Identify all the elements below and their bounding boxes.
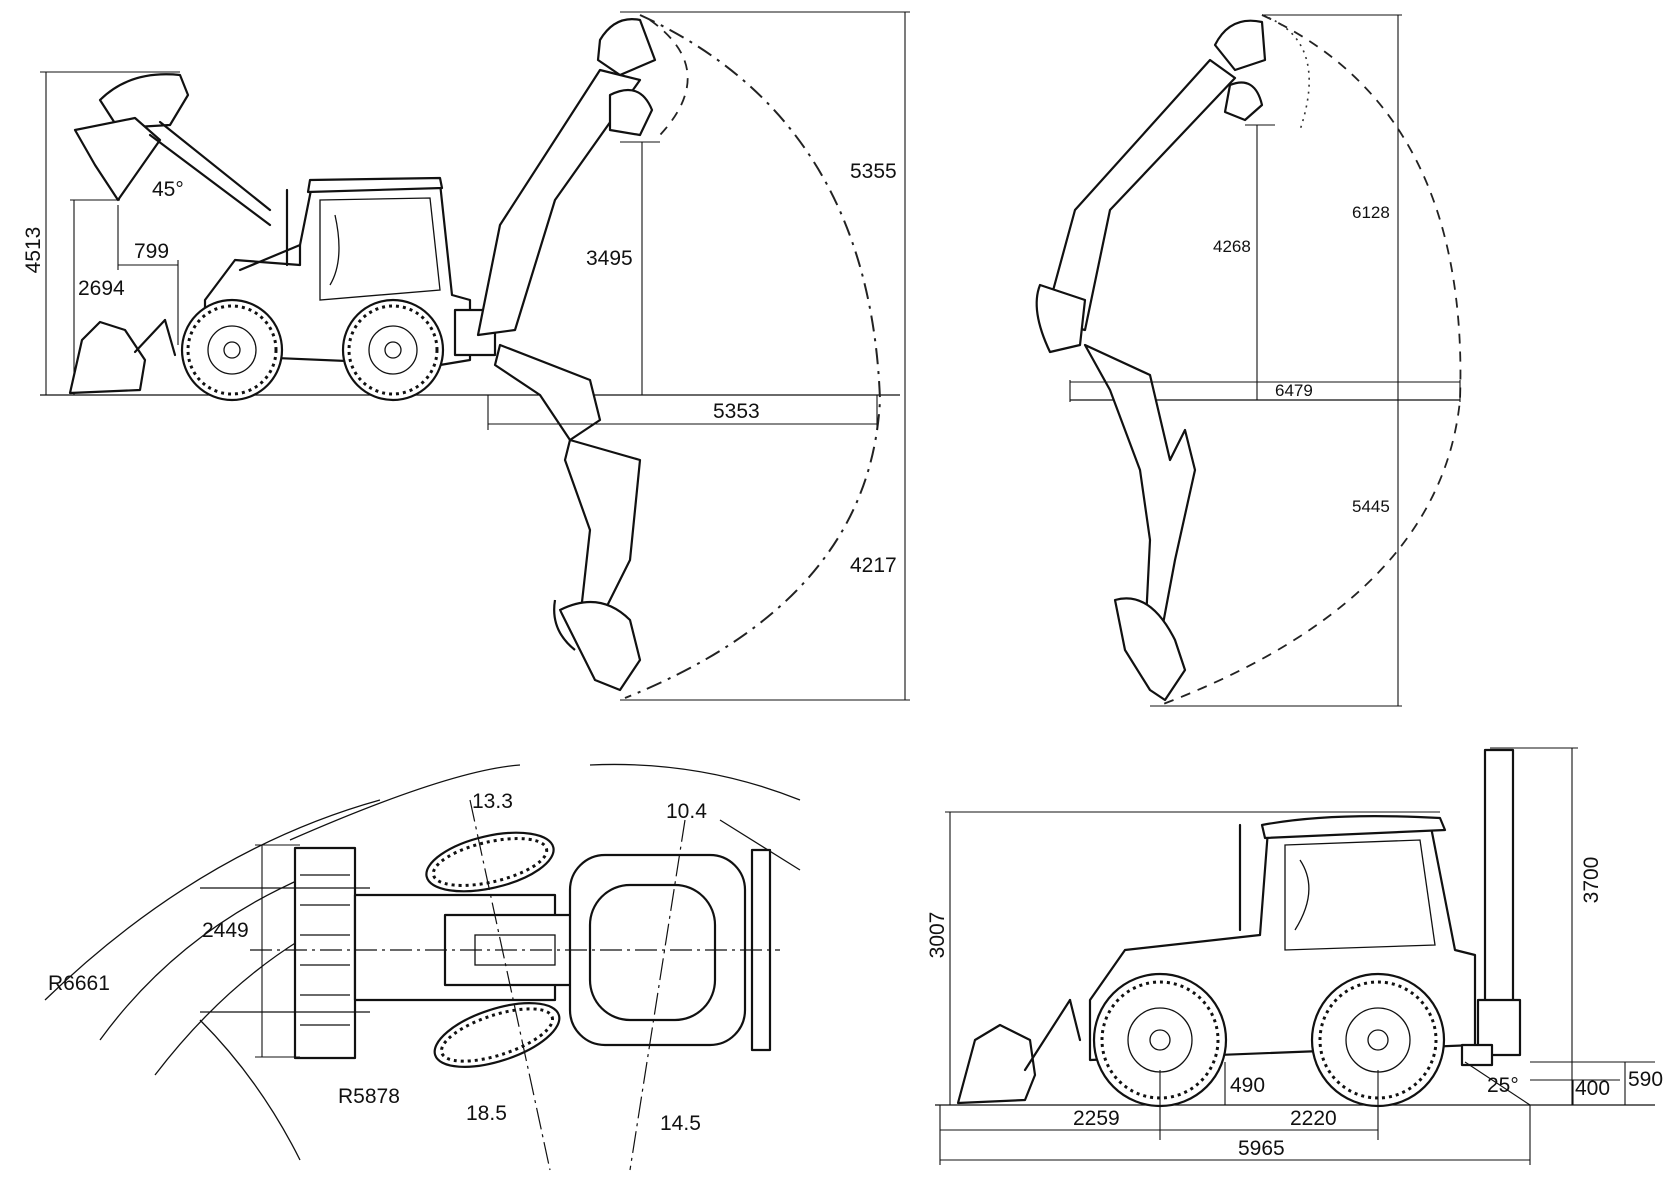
dig-height-dimension: 5355 [620, 11, 910, 700]
raised-loader-bucket [73, 73, 272, 227]
extended-bucket-arc [1261, 14, 1310, 131]
dump-reach-dimension: 799 [117, 205, 179, 345]
dig-height-value: 5355 [850, 160, 897, 183]
inner-turn-arc [154, 939, 301, 1076]
backhoe-reach-envelope [624, 14, 882, 699]
extended-reach-dimension: 6479 [1069, 380, 1461, 402]
dump-angle-label: 45° [152, 178, 184, 201]
lowered-loader-bucket [68, 318, 177, 395]
load-height-dimension: 3495 [586, 141, 660, 395]
rear-dimensions: 25° 400 590 [1464, 1061, 1663, 1106]
track-width-value: 2449 [202, 919, 249, 942]
outer-turn-arc-2 [99, 874, 311, 1041]
transport-backhoe-column [1460, 748, 1522, 1067]
transport-side-view-panel: 3007 3700 490 2259 2220 5965 [926, 747, 1663, 1165]
front-steer-angle: 13.3 [472, 790, 513, 813]
extended-arm-lowered [1083, 343, 1197, 702]
extended-total-height-value: 6128 [1352, 203, 1390, 222]
front-wheel-angle: 18.5 [466, 1102, 507, 1125]
cab-height-dimension: 3007 [926, 811, 1440, 1105]
ground-clearance-dimension: 490 [1224, 1062, 1265, 1105]
total-height-dimension: 4513 [22, 71, 180, 395]
dump-reach-value: 799 [134, 240, 169, 263]
wheelbase-value: 2220 [1290, 1107, 1337, 1130]
load-height-value: 3495 [586, 247, 633, 270]
extended-arm-raised [1035, 19, 1267, 354]
outer-turn-radius: R6661 [48, 972, 110, 995]
transport-loader-bucket [956, 998, 1082, 1105]
front-wheel [180, 298, 284, 402]
outer-turn-arc [44, 799, 381, 1001]
rear-axle-line [629, 819, 686, 1171]
extended-reach-value: 6479 [1275, 381, 1313, 400]
dig-depth-dimension: 4217 [620, 554, 910, 701]
rear-steer-angle: 10.4 [666, 800, 707, 823]
dump-height-dimension: 2694 [70, 199, 125, 395]
rear-wheel [341, 298, 445, 402]
total-height-value: 4513 [22, 227, 45, 274]
backhoe-height-value: 3700 [1580, 857, 1603, 904]
extended-dig-depth-value: 5445 [1352, 497, 1390, 516]
front-left-wheel-top [425, 831, 555, 893]
top-view-panel: 2449 13.3 10.4 R6661 R5878 18.5 14.5 [44, 763, 801, 1171]
dump-height-value: 2694 [78, 277, 125, 300]
stabilizer-height-value: 400 [1575, 1077, 1610, 1100]
reach-value: 5353 [713, 400, 760, 423]
dig-depth-value: 4217 [850, 554, 897, 577]
top-view-loader-bucket [200, 846, 370, 1060]
cab-height-value: 3007 [926, 912, 949, 959]
length-dimensions: 2259 2220 5965 [939, 1070, 1531, 1165]
track-width-dimension: 2449 [202, 844, 300, 1058]
ground-clearance-value: 490 [1230, 1074, 1265, 1097]
transport-rear-wheel [1310, 972, 1446, 1108]
bucket-swing-arc [649, 19, 689, 136]
inner-turn-radius: R5878 [338, 1085, 400, 1108]
backhoe-arm-raised [476, 18, 657, 337]
reach-dimension: 5353 [487, 395, 878, 430]
rear-wheel-angle: 14.5 [660, 1112, 701, 1135]
rear-height-value: 590 [1628, 1068, 1663, 1091]
top-view-body [353, 848, 772, 1052]
turn-arc-2 [589, 763, 801, 801]
extended-total-height-dimension: 6128 [1150, 14, 1402, 707]
front-overhang-value: 2259 [1073, 1107, 1120, 1130]
side-view-panel: 4513 2694 799 45° [22, 11, 910, 701]
departure-angle-value: 25° [1487, 1074, 1519, 1097]
front-right-wheel-top [433, 1002, 561, 1068]
turn-arc-1 [289, 764, 521, 841]
extended-load-height-value: 4268 [1213, 237, 1251, 256]
inner-turn-arc-2 [199, 1019, 301, 1161]
backhoe-height-dimension: 3700 [1490, 747, 1603, 1105]
extended-reach-envelope [1157, 14, 1462, 707]
overall-length-value: 5965 [1238, 1137, 1285, 1160]
front-axle-line [469, 799, 551, 1171]
extended-load-height-dimension: 4268 [1213, 124, 1275, 400]
backhoe-arm-lowered [493, 343, 642, 692]
extended-dipper-panel: 6128 4268 6479 5445 [1035, 14, 1462, 707]
